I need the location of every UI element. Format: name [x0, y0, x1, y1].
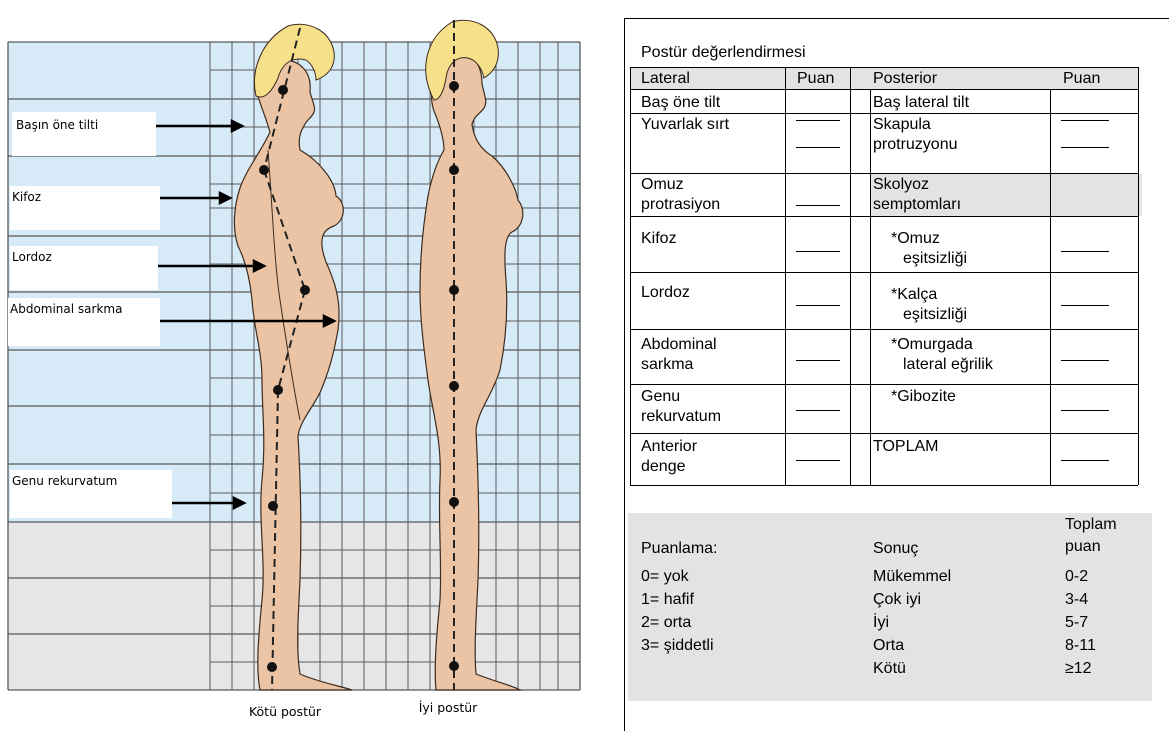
score-blank[interactable]: [796, 410, 840, 411]
lateral-item: Omuz: [641, 175, 684, 194]
caption-good-posture: İyi postür: [398, 700, 498, 715]
sonuc-item: Orta: [873, 636, 904, 655]
toplam-item: 8-11: [1065, 636, 1096, 655]
score-blank[interactable]: [796, 120, 840, 121]
label-lordosis: Lordoz: [10, 246, 158, 290]
puanlama-item: 0= yok: [641, 567, 689, 586]
posterior-item: eşitsizliği: [903, 249, 967, 268]
puanlama-item: 2= orta: [641, 613, 691, 632]
lateral-item: Kifoz: [641, 229, 677, 248]
score-blank[interactable]: [1061, 305, 1109, 306]
caption-bad-posture: Kötü postür: [230, 704, 340, 719]
label-kyphosis: Kifoz: [10, 186, 160, 230]
label-abdominal: Abdominal sarkma: [8, 298, 160, 346]
sonuc-item: Mükemmel: [873, 567, 951, 586]
form-title: Postür değerlendirmesi: [641, 43, 806, 62]
score-blank[interactable]: [796, 251, 840, 252]
lateral-item: Baş öne tilt: [641, 93, 720, 112]
posterior-item: Baş lateral tilt: [873, 93, 969, 112]
lateral-item: Lordoz: [641, 283, 690, 302]
score-blank[interactable]: [1061, 251, 1109, 252]
posterior-item: Skolyoz: [873, 175, 929, 194]
lateral-item: rekurvatum: [641, 407, 721, 426]
scoring-header-sonuc: Sonuç: [873, 539, 918, 558]
label-genu: Genu rekurvatum: [10, 470, 172, 518]
score-blank[interactable]: [796, 460, 840, 461]
score-blank[interactable]: [796, 360, 840, 361]
posterior-item: lateral eğrilik: [903, 355, 993, 374]
score-blank[interactable]: [796, 147, 840, 148]
posterior-item: eşitsizliği: [903, 305, 967, 324]
posterior-item: Skapula: [873, 115, 931, 134]
header-puan-2: Puan: [1063, 69, 1100, 88]
toplam-item: ≥12: [1065, 659, 1092, 678]
toplam-item: 3-4: [1065, 590, 1088, 609]
posture-assessment-form: Postür değerlendirmesi Lateral Puan Post…: [624, 18, 1169, 731]
lateral-item: Abdominal: [641, 335, 717, 354]
puanlama-item: 3= şiddetli: [641, 636, 714, 655]
lateral-item: Anterior: [641, 437, 697, 456]
score-blank[interactable]: [1061, 147, 1109, 148]
score-blank[interactable]: [1061, 120, 1109, 121]
label-head-tilt: Başın öne tilti: [12, 112, 156, 156]
posterior-item: *Kalça: [891, 285, 937, 304]
score-blank[interactable]: [796, 205, 840, 206]
posture-illustration: [0, 0, 600, 731]
posterior-item: TOPLAM: [873, 437, 939, 456]
posterior-item: protruzyonu: [873, 135, 958, 154]
lateral-item: denge: [641, 457, 686, 476]
scoring-header-puanlama: Puanlama:: [641, 539, 718, 558]
score-blank[interactable]: [1061, 460, 1109, 461]
posterior-item: *Omuz: [891, 229, 940, 248]
lateral-item: protrasiyon: [641, 195, 720, 214]
header-puan: Puan: [797, 69, 834, 88]
sonuc-item: İyi: [873, 613, 889, 632]
header-lateral: Lateral: [641, 69, 690, 88]
score-blank[interactable]: [796, 305, 840, 306]
lateral-item: Genu: [641, 387, 680, 406]
sonuc-item: Çok iyi: [873, 590, 921, 609]
scoring-header-total: Toplam: [1065, 515, 1117, 534]
posture-figure: Başın öne tilti Kifoz Lordoz Abdominal s…: [0, 0, 600, 731]
posterior-item: semptomları: [873, 195, 961, 214]
score-blank[interactable]: [1061, 410, 1109, 411]
posterior-item: *Gibozite: [891, 387, 956, 406]
lateral-item: sarkma: [641, 355, 693, 374]
toplam-item: 5-7: [1065, 613, 1088, 632]
header-posterior: Posterior: [873, 69, 937, 88]
lateral-item: Yuvarlak sırt: [641, 115, 729, 134]
scoring-header-total: puan: [1065, 537, 1101, 556]
puanlama-item: 1= hafif: [641, 590, 694, 609]
toplam-item: 0-2: [1065, 567, 1088, 586]
score-blank[interactable]: [1061, 360, 1109, 361]
posterior-item: *Omurgada: [891, 335, 973, 354]
sonuc-item: Kötü: [873, 659, 906, 678]
